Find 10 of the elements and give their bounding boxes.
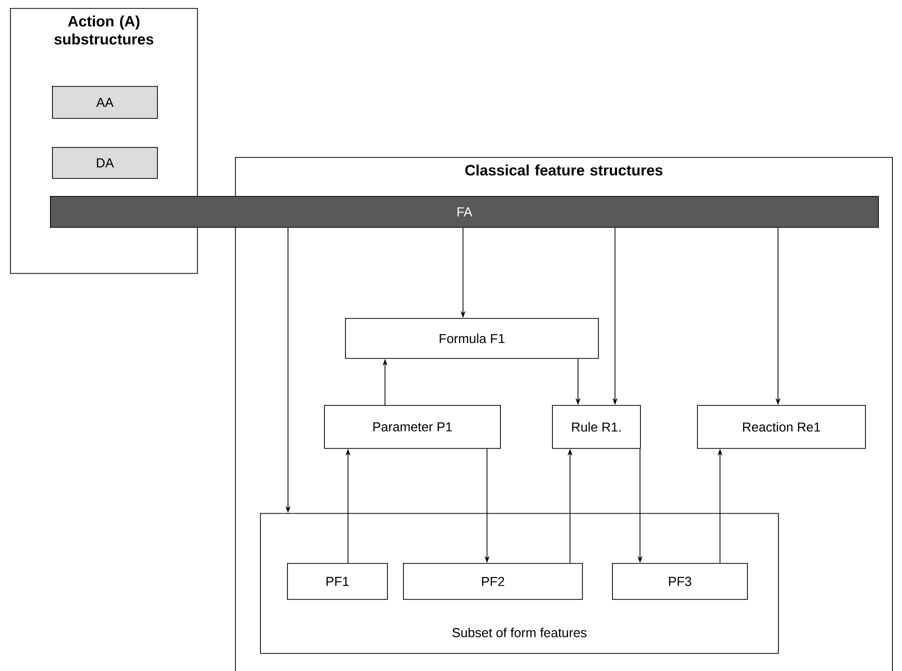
process-box: Reaction Re1	[697, 405, 866, 449]
process-box: Formula F1	[345, 318, 599, 359]
process-box: Rule R1.	[552, 405, 641, 449]
process-box: AA	[52, 86, 158, 119]
process-box: PF1	[287, 563, 388, 600]
process-box: PF3	[612, 563, 748, 600]
process-box: PF2	[403, 563, 583, 600]
process-box: DA	[52, 147, 158, 179]
bus-bar: FA	[50, 196, 879, 228]
process-box: Parameter P1	[324, 405, 501, 449]
